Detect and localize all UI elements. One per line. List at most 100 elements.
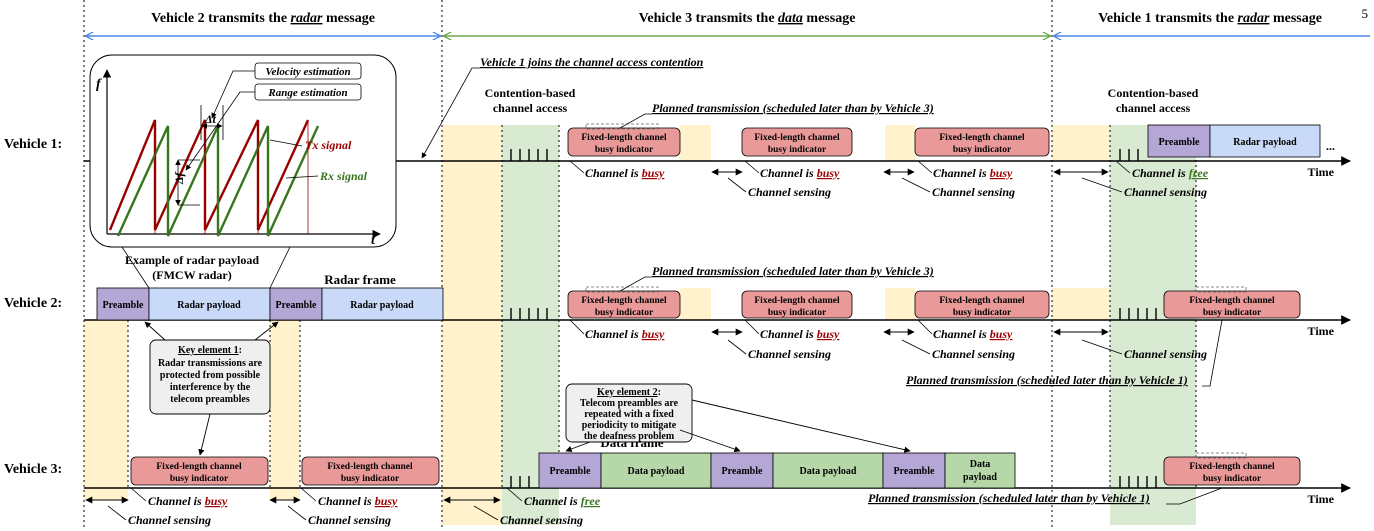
channel-sensing-label: Channel sensing — [128, 513, 211, 527]
svg-text:busy indicator: busy indicator — [768, 308, 827, 318]
freq-axis-label: f — [96, 77, 102, 92]
channel-busy-label: Channel is busy — [760, 166, 840, 180]
channel-sensing-label: Channel sensing — [932, 185, 1015, 199]
channel-sensing-label: Channel sensing — [932, 347, 1015, 361]
svg-text:Preamble: Preamble — [550, 466, 591, 477]
channel-sensing-label: Channel sensing — [308, 513, 391, 527]
svg-text:Fixed-length channel: Fixed-length channel — [156, 462, 242, 472]
svg-text:Radar payload: Radar payload — [177, 300, 241, 311]
busy-indicator: Fixed-length channel busy indicator — [914, 290, 1050, 319]
radar-frame-label: Radar frame — [324, 272, 396, 287]
planned-outlines — [585, 123, 1247, 459]
channel-status-labels: Channel is busy Channel is busy Channel … — [128, 166, 1209, 527]
svg-text:Radar transmissions are: Radar transmissions are — [158, 358, 263, 369]
svg-text:payload: payload — [963, 472, 997, 483]
planned-label-v1-row3: Planned transmission (scheduled later th… — [868, 491, 1150, 505]
tx-signal-label: Tx signal — [305, 138, 352, 152]
contention-label-3: Contention-based — [1108, 86, 1199, 100]
channel-busy-label: Channel is busy — [318, 494, 398, 508]
svg-text:Fixed-length channel: Fixed-length channel — [581, 296, 667, 306]
svg-text:Data payload: Data payload — [628, 466, 685, 477]
busy-indicator: Fixed-length channel busy indicator — [914, 127, 1050, 157]
busy-indicator: Fixed-length channel busy indicator — [1163, 290, 1301, 319]
vehicle2-radar-frame: Preamble Radar payload Preamble Radar pa… — [96, 287, 444, 321]
delta-t-label: Δt — [204, 112, 217, 126]
phase-header-3: Vehicle 1 transmits the radar message — [1098, 11, 1322, 26]
svg-text:Fixed-length channel: Fixed-length channel — [754, 133, 840, 143]
svg-text:Key element 1:: Key element 1: — [178, 345, 242, 356]
svg-text:Radar payload: Radar payload — [350, 300, 414, 311]
inset-caption-2: (FMCW radar) — [152, 268, 231, 282]
channel-busy-label: Channel is busy — [933, 327, 1013, 341]
contention-label-2: channel access — [493, 101, 568, 115]
svg-text:interference by the: interference by the — [170, 382, 251, 393]
busy-indicator: Fixed-length channel busy indicator — [130, 456, 269, 486]
inset-caption-1: Example of radar payload — [125, 253, 259, 267]
svg-text:Data: Data — [970, 459, 991, 470]
vehicle-label-2: Vehicle 2: — [4, 296, 62, 311]
range-estimation-label: Range estimation — [267, 87, 347, 99]
svg-text:Preamble: Preamble — [103, 300, 144, 311]
key-element-2: Key element 2: Telecom preambles are rep… — [565, 383, 911, 453]
svg-text:Preamble: Preamble — [894, 466, 935, 477]
busy-indicators: Fixed-length channel busy indicator Fixe… — [130, 127, 1301, 486]
channel-free-label: Channel is free — [524, 494, 601, 508]
time-axis-label: t — [371, 233, 376, 248]
delta-f-label: Δf — [172, 171, 186, 185]
channel-busy-label: Channel is busy — [933, 166, 1013, 180]
svg-text:busy indicator: busy indicator — [953, 145, 1012, 155]
vehicle-label-3: Vehicle 3: — [4, 462, 62, 477]
rx-signal-label: Rx signal — [319, 169, 368, 183]
time-label-3: Time — [1308, 492, 1335, 506]
svg-text:Radar payload: Radar payload — [1233, 137, 1297, 148]
svg-text:Preamble: Preamble — [722, 466, 763, 477]
contention-label-4: channel access — [1116, 101, 1191, 115]
busy-indicator: Fixed-length channel busy indicator — [567, 290, 681, 319]
svg-text:periodicity to mitigate: periodicity to mitigate — [582, 420, 677, 431]
velocity-estimation-label: Velocity estimation — [265, 66, 350, 78]
busy-indicator: Fixed-length channel busy indicator — [567, 127, 681, 157]
svg-text:Fixed-length channel: Fixed-length channel — [939, 296, 1025, 306]
status-leaders — [107, 160, 1131, 521]
busy-indicator: Fixed-length channel busy indicator — [741, 290, 853, 319]
channel-sensing-label: Channel sensing — [748, 185, 831, 199]
vehicle1-joins-label: Vehicle 1 joins the channel access conte… — [480, 55, 704, 69]
fmcw-inset: f t Δt Δf Velocity estimation — [89, 54, 397, 248]
svg-text:repeated with a fixed: repeated with a fixed — [584, 409, 674, 420]
vehicle1-radar-frame: Preamble Radar payload ... — [1147, 124, 1335, 158]
busy-indicator: Fixed-length channel busy indicator — [301, 456, 440, 486]
phase-header-2: Vehicle 3 transmits the data message — [639, 11, 856, 26]
channel-sensing-label: Channel sensing — [1124, 347, 1207, 361]
svg-text:Telecom preambles are: Telecom preambles are — [580, 398, 679, 409]
vehicle3-data-frame: Preamble Data payload Preamble Data payl… — [538, 452, 1016, 489]
svg-text:Fixed-length channel: Fixed-length channel — [581, 133, 667, 143]
busy-indicator: Fixed-length channel busy indicator — [741, 127, 853, 157]
time-label-1: Time — [1308, 165, 1335, 179]
svg-text:Fixed-length channel: Fixed-length channel — [754, 296, 840, 306]
vehicle-label-1: Vehicle 1: — [4, 137, 62, 152]
channel-busy-label: Channel is busy — [585, 166, 665, 180]
svg-text:telecom preambles: telecom preambles — [170, 394, 250, 405]
channel-busy-label: Channel is busy — [148, 494, 228, 508]
svg-text:protected from possible: protected from possible — [160, 370, 261, 381]
svg-text:Preamble: Preamble — [276, 300, 317, 311]
sensing-intervals — [85, 168, 1109, 504]
channel-sensing-label: Channel sensing — [748, 347, 831, 361]
svg-text:the deafness problem: the deafness problem — [584, 431, 675, 442]
svg-text:Fixed-length channel: Fixed-length channel — [1189, 296, 1275, 306]
time-label-2: Time — [1308, 324, 1335, 338]
contention-label-1: Contention-based — [485, 86, 576, 100]
svg-text:Fixed-length channel: Fixed-length channel — [327, 462, 413, 472]
planned-label-v3-row2: Planned transmission (scheduled later th… — [652, 264, 934, 278]
contention-ticks — [510, 149, 1157, 488]
svg-text:busy indicator: busy indicator — [1203, 308, 1262, 318]
svg-text:Fixed-length channel: Fixed-length channel — [939, 133, 1025, 143]
channel-busy-label: Channel is busy — [585, 327, 665, 341]
svg-text:busy indicator: busy indicator — [768, 145, 827, 155]
svg-text:Data payload: Data payload — [800, 466, 857, 477]
svg-text:Preamble: Preamble — [1159, 137, 1200, 148]
svg-text:busy indicator: busy indicator — [341, 474, 400, 484]
channel-free-label: Channel is free — [1132, 166, 1209, 180]
planned-label-v1-row2: Planned transmission (scheduled later th… — [906, 373, 1188, 387]
